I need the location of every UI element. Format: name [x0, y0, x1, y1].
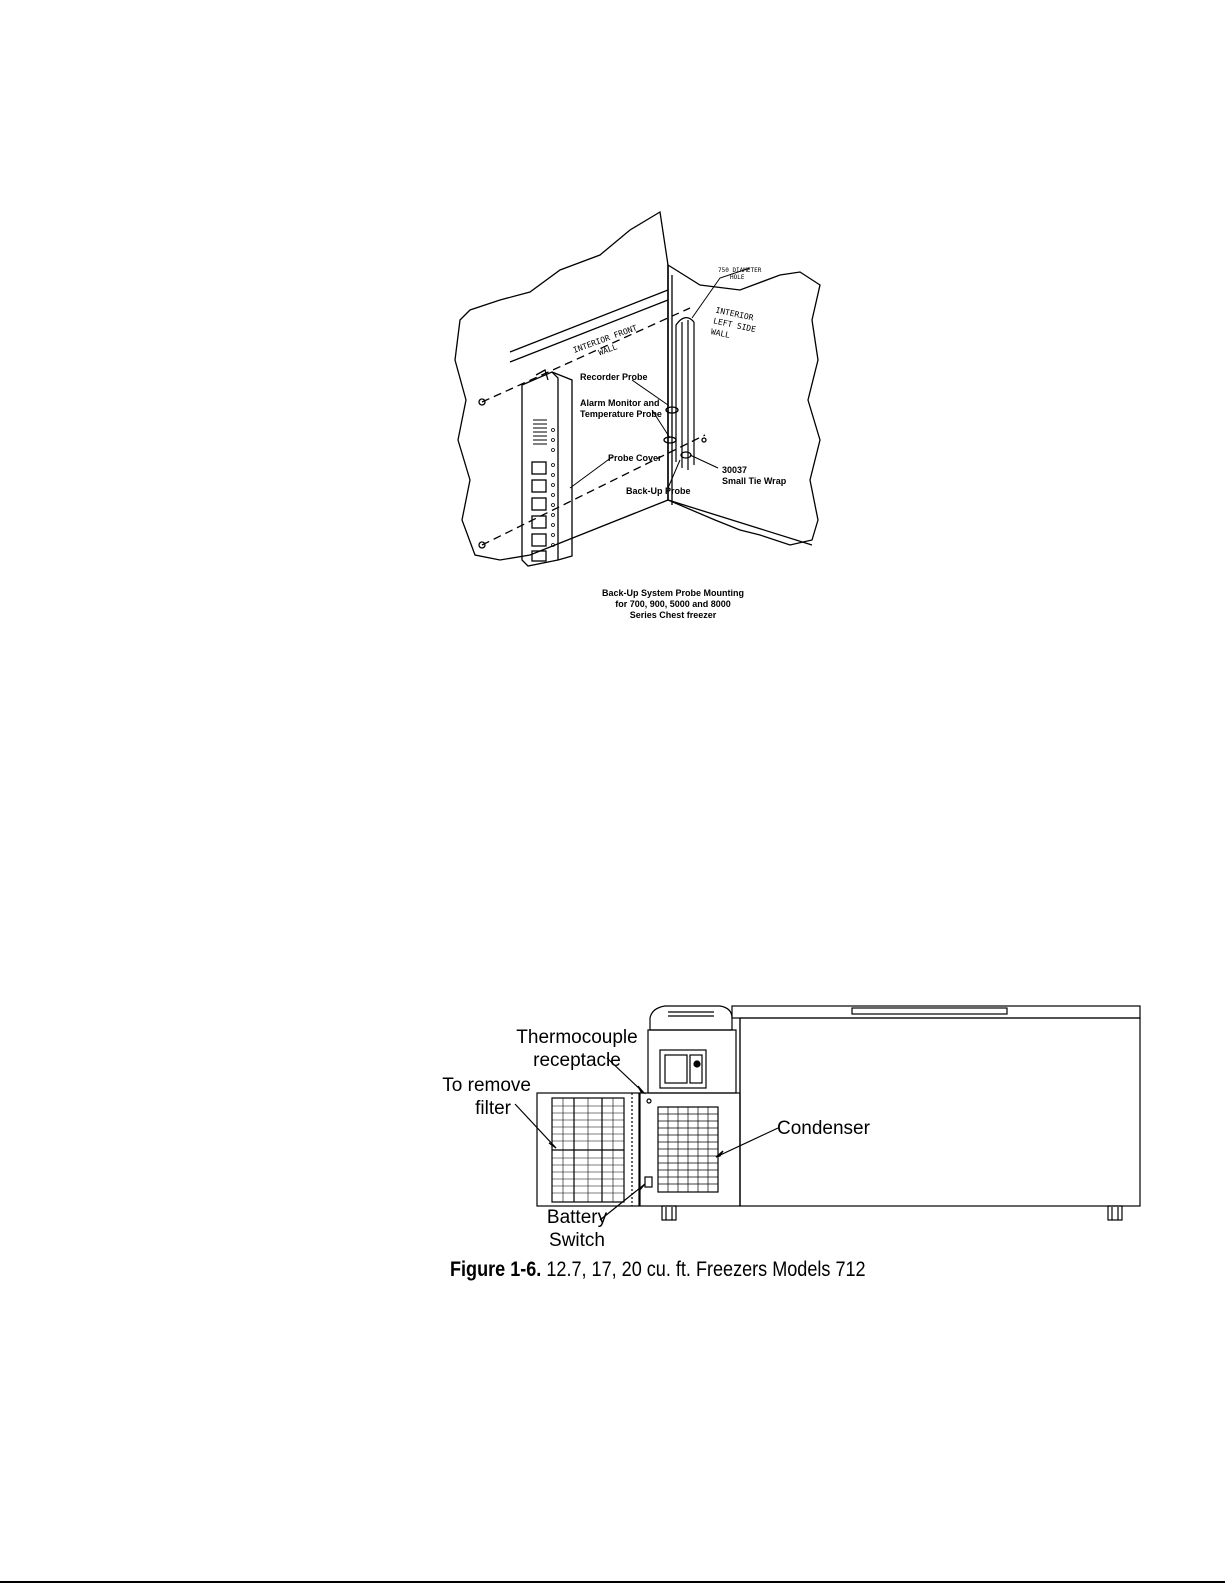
svg-text:Thermocouple: Thermocouple — [516, 1027, 637, 1048]
svg-text:receptacle: receptacle — [533, 1050, 621, 1071]
svg-text:Alarm Monitor and: Alarm Monitor and — [580, 398, 660, 408]
svg-text:750 DIAMETER: 750 DIAMETER — [718, 267, 762, 274]
alarm-probe-label: Alarm Monitor and Temperature Probe — [580, 398, 662, 419]
thermocouple-label: Thermocouple receptacle — [516, 1027, 637, 1071]
svg-text:WALL: WALL — [710, 327, 731, 340]
probe-cover — [521, 371, 559, 567]
svg-text:Back-Up System Probe Mounting: Back-Up System Probe Mounting — [602, 588, 744, 598]
condenser-label: Condenser — [777, 1118, 871, 1139]
figure-title: 12.7, 17, 20 cu. ft. Freezers Models 712 — [541, 1258, 866, 1281]
top-diagram-caption: Back-Up System Probe Mounting for 700, 9… — [602, 588, 744, 620]
svg-text:Temperature Probe: Temperature Probe — [580, 409, 662, 419]
figure-caption: Figure 1-6. 12.7, 17, 20 cu. ft. Freezer… — [450, 1258, 1052, 1282]
svg-text:To remove: To remove — [442, 1075, 531, 1096]
backup-probe-label: Back-Up Probe — [626, 486, 691, 496]
control-panel — [659, 1049, 707, 1089]
probe-tubes — [675, 320, 695, 470]
battery-switch-label: Battery Switch — [547, 1207, 608, 1251]
tie-wrap-label: 30037 Small Tie Wrap — [722, 465, 787, 486]
chest-body — [739, 1017, 1141, 1207]
interior-left-side-wall — [667, 263, 821, 546]
hole-label: 750 DIAMETER HOLE — [718, 267, 762, 281]
svg-text:Series Chest freezer: Series Chest freezer — [630, 610, 717, 620]
freezer-diagram — [514, 1005, 1141, 1221]
svg-text:for 700, 900, 5000 and 8000: for 700, 900, 5000 and 8000 — [615, 599, 731, 609]
svg-text:Small Tie Wrap: Small Tie Wrap — [722, 476, 787, 486]
svg-text:HOLE: HOLE — [730, 274, 745, 281]
svg-text:filter: filter — [475, 1098, 512, 1119]
bottom-rule — [0, 1581, 1225, 1583]
recorder-probe-label: Recorder Probe — [580, 372, 648, 382]
filter-door — [536, 1092, 640, 1207]
probe-cover-label: Probe Cover — [608, 453, 662, 463]
left-wall-label: INTERIOR LEFT SIDE WALL — [710, 306, 757, 340]
svg-text:Battery: Battery — [547, 1207, 608, 1228]
svg-text:30037: 30037 — [722, 465, 747, 475]
remove-filter-label: To remove filter — [442, 1075, 531, 1119]
interior-front-wall — [454, 210, 669, 561]
front-wall-label: INTERIOR FRONT WALL — [572, 323, 639, 357]
control-module — [649, 1005, 733, 1031]
probe-mounting-diagram — [454, 210, 821, 567]
figure-number: Figure 1-6. — [450, 1258, 542, 1281]
svg-text:Switch: Switch — [549, 1230, 605, 1251]
